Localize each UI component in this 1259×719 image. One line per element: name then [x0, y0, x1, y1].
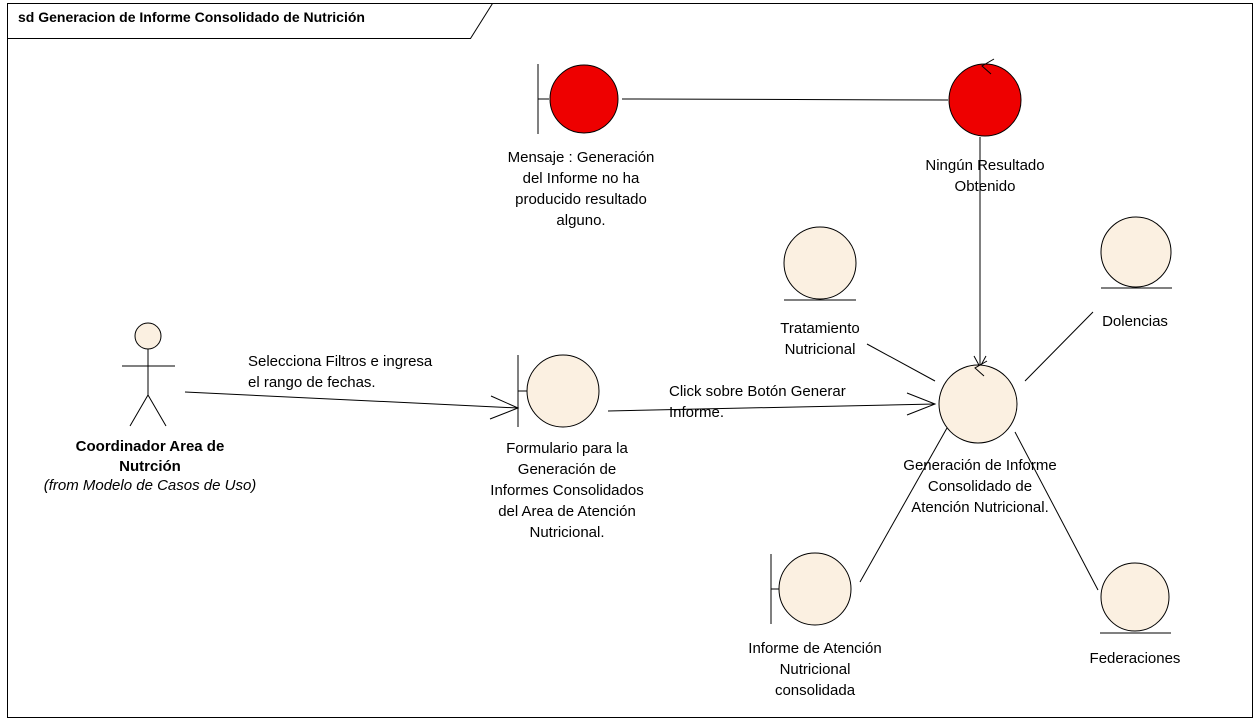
control-ningun-icon	[948, 58, 1022, 137]
frame-tab	[7, 3, 493, 39]
informe-label: Informe de Atención Nutricional consolid…	[748, 640, 882, 699]
frame-title: sd Generacion de Informe Consolidado de …	[18, 9, 365, 25]
link-dolencias-generacion	[1024, 311, 1094, 382]
link-mensaje-ningun	[621, 98, 949, 101]
entity-federaciones-icon	[1100, 562, 1171, 634]
actor-from-package: (from Modelo de Casos de Uso)	[43, 477, 257, 494]
boundary-informe-icon	[770, 552, 852, 626]
entity-tratamiento-icon	[783, 226, 857, 301]
link-federaciones-generacion	[1014, 431, 1099, 591]
tratamiento-label: Tratamiento Nutricional	[780, 320, 860, 358]
formulario-label: Formulario para la Generación de Informe…	[490, 440, 644, 541]
message-actor-to-form-label: Selecciona Filtros e ingresa el rango de…	[248, 353, 433, 391]
boundary-formulario-icon	[517, 354, 600, 428]
generacion-label: Generación de Informe Consolidado de Ate…	[903, 457, 1057, 516]
mensaje-label: Mensaje : Generación del Informe no ha p…	[507, 149, 655, 229]
control-generacion-icon	[938, 360, 1018, 444]
dolencias-label: Dolencias	[1102, 313, 1168, 330]
message-form-to-control	[607, 403, 936, 412]
frame-border	[7, 3, 1253, 718]
entity-dolencias-icon	[1100, 216, 1172, 289]
actor-name: Coordinador Area de Nutrción	[75, 438, 225, 475]
message-form-to-control-label: Click sobre Botón Generar Informe.	[669, 383, 846, 421]
actor-figure	[122, 322, 175, 427]
ningun-label: Ningún Resultado Obtenido	[925, 157, 1045, 195]
link-tratamiento-generacion	[866, 343, 936, 382]
message-actor-to-form	[184, 391, 519, 409]
boundary-mensaje-icon	[537, 64, 619, 134]
link-informe-generacion	[859, 427, 948, 583]
message-form-to-control-arrowhead	[906, 392, 937, 416]
federaciones-label: Federaciones	[1089, 650, 1181, 667]
